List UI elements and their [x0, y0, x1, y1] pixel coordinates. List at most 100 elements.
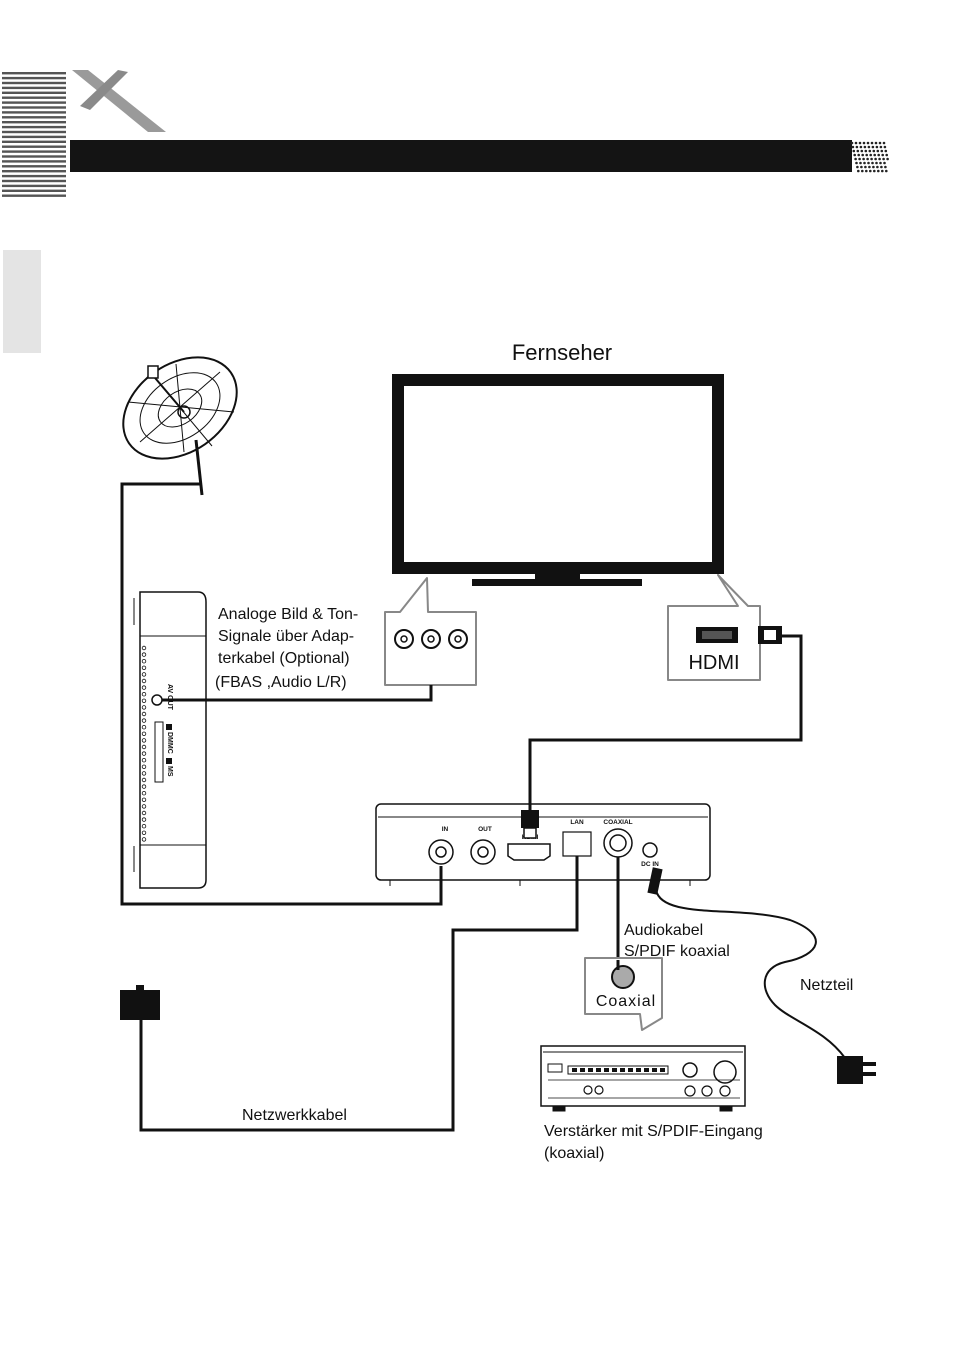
- header-dot: [855, 145, 859, 149]
- side-cards-label: DMMC: [166, 732, 173, 754]
- amplifier-icon: [540, 1045, 746, 1112]
- header-stripe: [2, 101, 66, 104]
- port-coaxial-label: COAXIAL: [603, 819, 632, 826]
- header-dot: [853, 153, 856, 157]
- port-lan-icon: [562, 831, 592, 857]
- header-dot: [868, 149, 872, 153]
- header-dot: [855, 161, 858, 165]
- amp-segment: [596, 1068, 601, 1072]
- header-dot: [878, 141, 882, 145]
- header-dot: [874, 141, 878, 145]
- header-dot: [864, 149, 868, 153]
- side-tab: [3, 250, 41, 353]
- header-stripe: [2, 179, 66, 183]
- header-dot: [860, 149, 864, 153]
- header-dot: [885, 153, 888, 157]
- header-stripe: [2, 86, 66, 90]
- header-stripe: [2, 106, 66, 109]
- header-dot: [881, 169, 884, 173]
- dc-plug-icon: [647, 867, 663, 895]
- vent-hole: [141, 665, 147, 670]
- amplifier-display-segments: [572, 1068, 665, 1072]
- amplifier-label-line1: Verstärker mit S/PDIF-Eingang: [544, 1123, 763, 1140]
- vent-hole: [141, 777, 147, 783]
- header-dot: [882, 141, 886, 145]
- vent-hole: [141, 804, 147, 809]
- vent-hole: [141, 672, 147, 677]
- header-dot: [872, 149, 876, 153]
- amp-segment: [644, 1068, 649, 1072]
- amp-segment: [612, 1068, 617, 1072]
- cable-analog-av: [162, 685, 433, 702]
- header-dot: [882, 157, 885, 161]
- amp-segment: [588, 1068, 593, 1072]
- header-dot: [879, 145, 883, 149]
- side-ms-indicator: [166, 758, 172, 764]
- header-dot: [861, 169, 864, 173]
- header-bar-dots: [850, 141, 889, 173]
- analog-label-line4: (FBAS ,Audio L/R): [215, 674, 347, 691]
- header-stripe: [2, 121, 66, 124]
- header-bar: [70, 140, 852, 172]
- port-in-label: IN: [442, 826, 449, 833]
- vent-hole: [141, 692, 147, 697]
- header-dot: [867, 145, 871, 149]
- header-dot: [857, 169, 860, 173]
- tv-label: Fernseher: [512, 340, 612, 365]
- header-dot: [872, 165, 875, 169]
- vent-hole: [141, 810, 147, 816]
- header-stripe: [2, 91, 66, 94]
- header-dot: [850, 141, 854, 145]
- amp-segment: [628, 1068, 633, 1072]
- header-dot: [859, 161, 862, 165]
- port-hdmi-icon: [507, 843, 551, 861]
- header-stripe: [2, 194, 66, 197]
- receiver-side-holes: [141, 645, 147, 842]
- vent-hole: [141, 645, 147, 651]
- vent-hole: [141, 738, 147, 743]
- header-stripes: [2, 72, 66, 197]
- header-dot: [875, 161, 878, 165]
- header-dot: [870, 157, 873, 161]
- header-stripe: [2, 72, 66, 75]
- header-stripe: [2, 81, 66, 85]
- header-dot: [859, 145, 863, 149]
- header-dot: [863, 161, 866, 165]
- vent-hole: [141, 791, 147, 796]
- port-out-label: OUT: [478, 826, 492, 833]
- header-dot: [874, 157, 877, 161]
- port-dc-in-label: DC IN: [641, 861, 659, 868]
- header-dot: [884, 165, 887, 169]
- header-dot: [877, 153, 880, 157]
- header-dot: [869, 153, 872, 157]
- header-dot: [862, 141, 866, 145]
- side-av-out-label: AV OUT: [166, 684, 173, 711]
- cables: [120, 482, 846, 1132]
- header-stripe: [2, 116, 66, 119]
- port-in-icon: [428, 839, 454, 865]
- vent-hole: [141, 698, 147, 703]
- header-dot: [870, 141, 874, 145]
- vent-hole: [141, 758, 147, 763]
- vent-hole: [141, 764, 147, 769]
- header-dot: [856, 149, 860, 153]
- audio-cable-label-line2: S/PDIF koaxial: [624, 943, 730, 960]
- hdmi-plug-receiver-icon: [521, 810, 539, 839]
- header-stripe: [2, 160, 66, 163]
- port-out-icon: [470, 839, 496, 865]
- header-dot: [854, 141, 858, 145]
- header-dot: [876, 149, 880, 153]
- header-dot: [871, 145, 875, 149]
- header-dot: [854, 157, 857, 161]
- header-dot: [865, 169, 868, 173]
- header-dot: [852, 149, 856, 153]
- port-lan-label: LAN: [570, 819, 584, 826]
- amp-segment: [620, 1068, 625, 1072]
- amplifier-label-line2: (koaxial): [544, 1145, 604, 1162]
- header-dot: [867, 161, 870, 165]
- header-dot: [860, 165, 863, 169]
- header-dot: [868, 165, 871, 169]
- side-ms-label: MS: [166, 766, 173, 777]
- network-cable-label: Netzwerkkabel: [242, 1107, 347, 1124]
